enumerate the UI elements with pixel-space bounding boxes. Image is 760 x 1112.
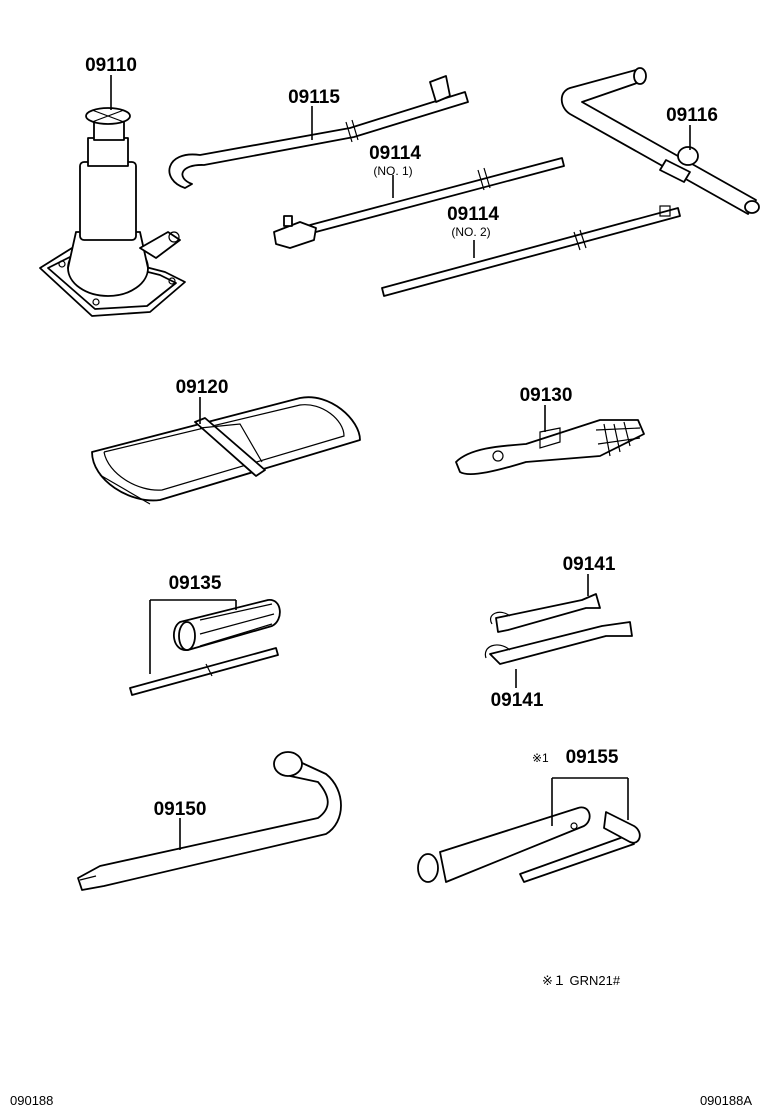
label-socket-wrench-mark: ※1 <box>532 751 549 765</box>
label-wrench-top: 09141 <box>563 554 616 575</box>
label-jack-handle: 09115 <box>288 87 340 108</box>
label-extension-no2: 09114 <box>447 204 499 225</box>
extension-bar-no1-illustration <box>273 157 565 249</box>
label-pliers: 09130 <box>520 385 573 406</box>
wrench-top-illustration <box>490 593 601 633</box>
footer-right-code: 090188A <box>700 1093 752 1108</box>
label-extension-no1-sub: (NO. 1) <box>373 164 412 178</box>
label-extension-no1: 09114 <box>369 143 421 164</box>
socket-wrench-illustration <box>417 806 641 883</box>
label-handle-crank: 09116 <box>666 105 718 126</box>
label-tool-bag: 09120 <box>176 377 229 398</box>
label-jack: 09110 <box>85 55 137 76</box>
label-screwdriver: 09135 <box>169 573 222 594</box>
handle-crank-illustration <box>560 67 760 215</box>
jack-handle-illustration <box>168 75 469 189</box>
tool-bag-illustration <box>91 396 361 505</box>
label-wrench-bottom: 09141 <box>491 690 544 711</box>
label-socket-wrench: 09155 <box>566 747 619 768</box>
extension-bar-no2-illustration <box>381 205 681 297</box>
jack-illustration <box>39 107 186 317</box>
wrench-bottom-illustration <box>484 621 633 665</box>
pliers-illustration <box>455 419 645 475</box>
footer-left-code: 090188 <box>10 1093 53 1108</box>
label-wheel-nut-wrench: 09150 <box>154 799 207 820</box>
screwdriver-illustration <box>129 599 281 696</box>
label-extension-no2-sub: (NO. 2) <box>451 225 490 239</box>
wheel-nut-wrench-illustration <box>77 751 342 891</box>
footnote: ※１ GRN21# <box>542 973 621 988</box>
